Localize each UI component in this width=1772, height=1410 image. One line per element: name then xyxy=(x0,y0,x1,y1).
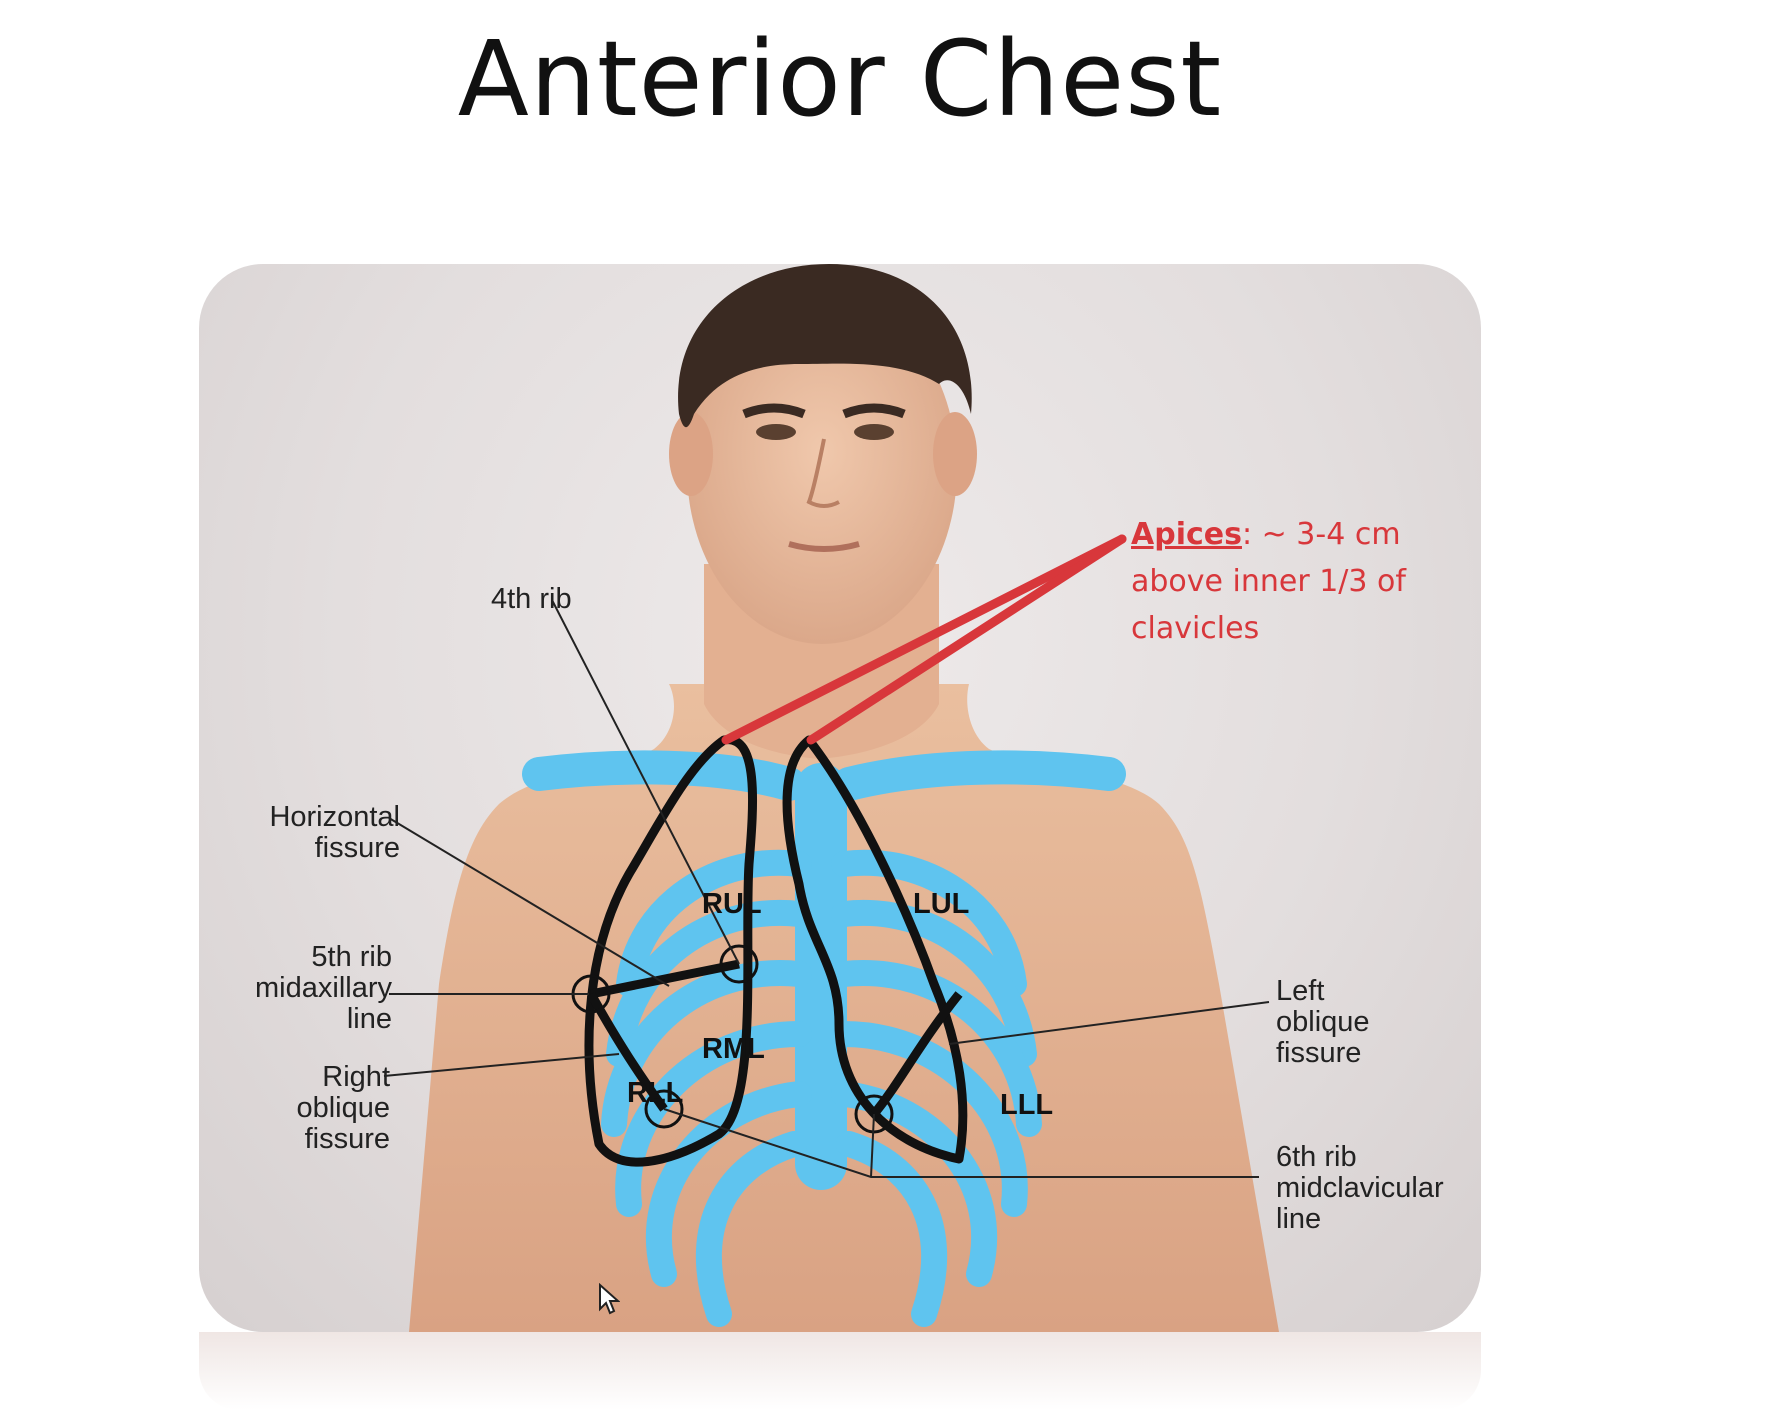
label-line: oblique xyxy=(1276,1006,1370,1038)
brow-right xyxy=(742,403,806,419)
chest-diagram-svg xyxy=(383,264,1279,1332)
lobe-rul: RUL xyxy=(702,888,762,920)
label-line: fissure xyxy=(314,832,400,864)
apices-line-2: above inner 1/3 of xyxy=(1131,564,1406,599)
chest-illustration xyxy=(199,264,1481,1332)
nose xyxy=(806,438,840,508)
label-5th-rib: 5th rib midaxillary line xyxy=(220,942,392,1035)
label-line: 6th rib xyxy=(1276,1141,1357,1173)
label-line: Left xyxy=(1276,975,1325,1007)
label-horizontal-fissure: Horizontal fissure xyxy=(230,802,400,864)
label-line: Horizontal xyxy=(269,801,400,833)
label-line: Right xyxy=(322,1061,390,1093)
eye-left xyxy=(854,424,894,440)
apices-colon: : xyxy=(1241,517,1253,552)
face xyxy=(687,294,957,644)
label-line: midclavicular xyxy=(1276,1172,1444,1204)
label-line: fissure xyxy=(304,1123,390,1155)
hair xyxy=(678,264,972,428)
apices-annotation: Apices: ~ 3-4 cm above inner 1/3 of clav… xyxy=(1131,511,1461,652)
figure-reflection xyxy=(199,1332,1481,1410)
left-ear xyxy=(669,412,713,496)
apices-term: Apices xyxy=(1131,517,1242,552)
label-line: 5th rib xyxy=(311,941,392,973)
apices-line-3: clavicles xyxy=(1131,611,1260,646)
lobe-lll: LLL xyxy=(1000,1089,1054,1121)
label-line: midaxillary xyxy=(255,972,392,1004)
leader-lines xyxy=(383,599,1270,1178)
lobe-lul: LUL xyxy=(913,888,970,920)
lobe-rml: RML xyxy=(702,1033,765,1065)
label-line: fissure xyxy=(1276,1037,1362,1069)
label-right-oblique-fissure: Right oblique fissure xyxy=(230,1062,390,1155)
apices-measure: ~ 3-4 cm xyxy=(1252,517,1401,552)
mouse-cursor-icon xyxy=(599,1283,620,1315)
lobe-rll: RLL xyxy=(627,1077,684,1109)
slide-title: Anterior Chest xyxy=(457,18,1223,140)
right-ear xyxy=(933,412,977,496)
label-left-oblique-fissure: Left oblique fissure xyxy=(1276,976,1370,1069)
label-4th-rib: 4th rib xyxy=(491,583,572,615)
label-6th-rib: 6th rib midclavicular line xyxy=(1276,1142,1444,1235)
lung-outlines xyxy=(584,735,968,1167)
rib-cage xyxy=(522,750,1126,1327)
apices-line-1: Apices: ~ 3-4 cm xyxy=(1131,511,1461,558)
apices-pointer xyxy=(721,534,1127,745)
label-line: oblique xyxy=(296,1092,390,1124)
label-line: line xyxy=(346,1003,392,1035)
eye-right xyxy=(756,424,796,440)
mouth xyxy=(788,541,860,552)
brow-left xyxy=(842,403,906,419)
label-line: line xyxy=(1276,1203,1322,1235)
